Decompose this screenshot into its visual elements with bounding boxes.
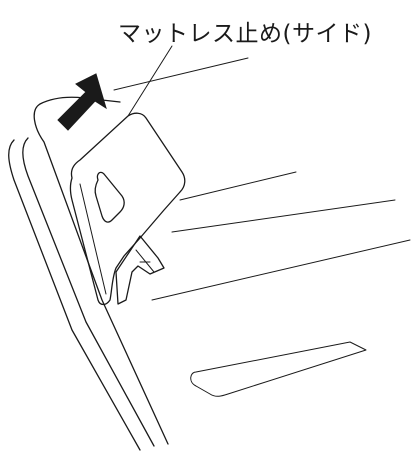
- frame-bevel-edge: [33, 103, 169, 445]
- stopper-clip: [115, 235, 165, 305]
- base-line-2: [171, 199, 396, 233]
- mattress-stopper: [69, 112, 186, 306]
- frame-inner-edge: [22, 137, 155, 447]
- stopper-clip-inner: [135, 249, 155, 273]
- base-line-1: [179, 171, 297, 201]
- arrow-up-right-icon: [57, 73, 107, 131]
- callout-label: マットレス止め(サイド): [118, 21, 372, 47]
- stopper-inner-edge: [79, 183, 107, 295]
- top-rail-line: [113, 57, 249, 91]
- frame-outer-edge: [8, 139, 141, 451]
- base-line-3: [151, 239, 411, 301]
- stopper-finger-hole: [94, 171, 125, 223]
- handle-slot: [190, 341, 367, 397]
